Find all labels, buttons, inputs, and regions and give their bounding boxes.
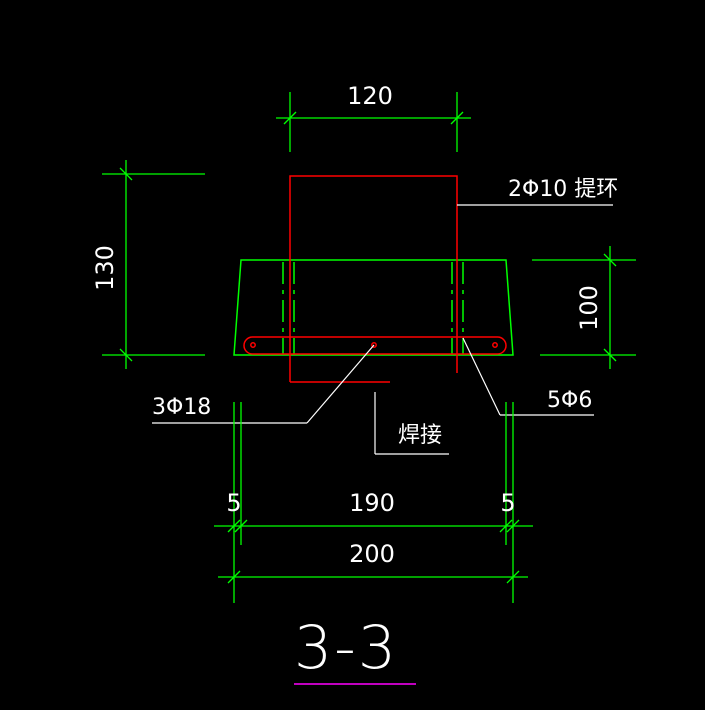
lifting-ring bbox=[289, 175, 458, 382]
right-height-label: 100 bbox=[575, 285, 603, 331]
lifting-ring-label: 2Φ10 提环 bbox=[508, 177, 618, 202]
bottom-dimensions bbox=[214, 402, 533, 603]
left-offset-label: 5 bbox=[226, 489, 241, 517]
clear-width-label: 190 bbox=[349, 489, 395, 517]
rebar-group bbox=[243, 175, 507, 383]
section-outline bbox=[233, 259, 514, 356]
top-width-label: 120 bbox=[347, 82, 393, 110]
rebar-dot-left bbox=[250, 342, 256, 348]
top-dimension bbox=[276, 92, 471, 152]
weld-label: 焊接 bbox=[398, 423, 442, 448]
stirrup-label: 5Φ6 bbox=[547, 388, 592, 413]
section-title: 3-3 bbox=[294, 613, 398, 683]
left-height-label: 130 bbox=[91, 245, 119, 291]
rebar-dot-center bbox=[371, 342, 377, 348]
main-rebar bbox=[243, 336, 507, 355]
left-dimension bbox=[102, 160, 205, 369]
leader-lines bbox=[152, 204, 613, 455]
right-offset-label: 5 bbox=[500, 489, 515, 517]
rebar-dot-right bbox=[492, 342, 498, 348]
right-dimension bbox=[532, 246, 636, 369]
total-width-label: 200 bbox=[349, 540, 395, 568]
main-rebar-label: 3Φ18 bbox=[152, 395, 211, 420]
